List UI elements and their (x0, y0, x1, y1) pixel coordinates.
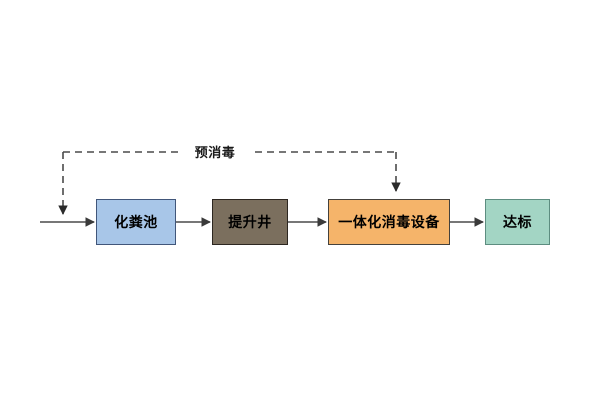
node-disinfection-equipment[interactable]: 一体化消毒设备 (328, 199, 450, 245)
node-disinfection-equipment-label: 一体化消毒设备 (338, 214, 440, 230)
node-septic-tank-label: 化粪池 (114, 214, 158, 230)
node-compliance[interactable]: 达标 (485, 199, 550, 245)
node-lift-well-label: 提升井 (228, 214, 272, 230)
node-septic-tank[interactable]: 化粪池 (96, 199, 176, 245)
node-lift-well[interactable]: 提升井 (212, 199, 288, 245)
node-compliance-label: 达标 (503, 214, 532, 230)
pre-disinfection-annotation-label: 预消毒 (178, 141, 252, 163)
